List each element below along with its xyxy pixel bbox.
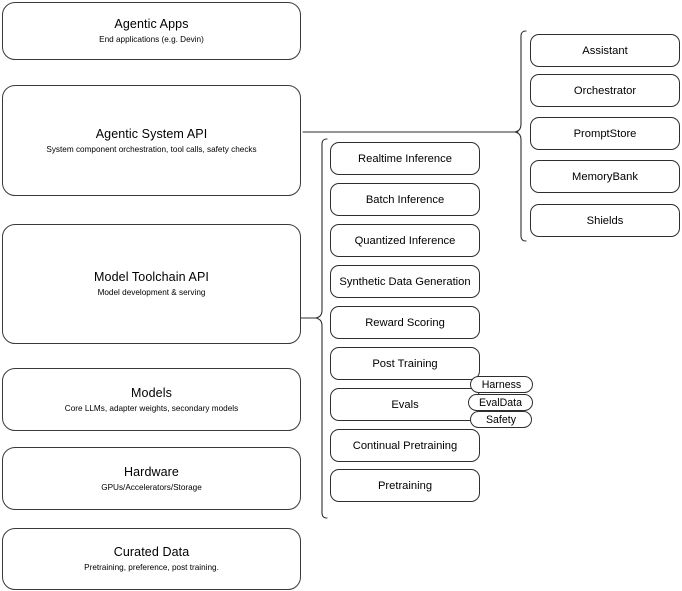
layer-curated-data[interactable]: Curated Data Pretraining, preference, po… (2, 528, 301, 590)
layer-title: Curated Data (113, 545, 190, 559)
evals-pill-label: EvalData (479, 396, 522, 409)
layer-agentic-system-api[interactable]: Agentic System API System component orch… (2, 85, 301, 196)
system-item-label: Assistant (582, 44, 628, 57)
layer-models[interactable]: Models Core LLMs, adapter weights, secon… (2, 368, 301, 431)
system-item-assistant[interactable]: Assistant (530, 34, 680, 67)
evals-pill-label: Safety (485, 413, 517, 426)
layer-title: Model Toolchain API (94, 270, 209, 284)
evals-pill-harness[interactable]: Harness (470, 376, 533, 393)
toolchain-item-label: Post Training (372, 357, 438, 370)
toolchain-item-pretraining[interactable]: Pretraining (330, 469, 480, 502)
system-item-promptstore[interactable]: PromptStore (530, 117, 680, 150)
toolchain-item-label: Pretraining (377, 479, 433, 492)
layer-model-toolchain-api[interactable]: Model Toolchain API Model development & … (2, 224, 301, 344)
evals-pill-label: Harness (481, 378, 522, 391)
toolchain-item-synthetic-data-generation[interactable]: Synthetic Data Generation (330, 265, 480, 298)
layer-agentic-apps[interactable]: Agentic Apps End applications (e.g. Devi… (2, 2, 301, 60)
system-item-label: Shields (586, 214, 624, 227)
toolchain-item-label: Batch Inference (365, 193, 445, 206)
toolchain-item-label: Quantized Inference (354, 234, 456, 247)
toolchain-item-evals[interactable]: Evals (330, 388, 480, 421)
toolchain-item-post-training[interactable]: Post Training (330, 347, 480, 380)
system-item-memorybank[interactable]: MemoryBank (530, 160, 680, 193)
system-item-label: MemoryBank (572, 170, 638, 183)
layer-title: Agentic System API (95, 126, 208, 141)
layer-subtitle: GPUs/Accelerators/Storage (101, 482, 202, 492)
evals-pill-evaldata[interactable]: EvalData (468, 394, 533, 411)
toolchain-item-label: Reward Scoring (365, 316, 445, 329)
right-curly-brace (514, 30, 527, 242)
evals-pill-safety[interactable]: Safety (470, 411, 532, 428)
layer-title: Hardware (124, 464, 179, 479)
system-item-label: Orchestrator (573, 84, 637, 97)
layer-subtitle: End applications (e.g. Devin) (99, 35, 204, 44)
layer-title: Models (131, 385, 172, 400)
system-item-orchestrator[interactable]: Orchestrator (530, 74, 680, 107)
system-item-shields[interactable]: Shields (530, 204, 680, 237)
toolchain-item-label: Realtime Inference (358, 152, 452, 165)
toolchain-item-label: Evals (391, 398, 419, 411)
toolchain-item-batch-inference[interactable]: Batch Inference (330, 183, 480, 216)
layer-subtitle: System component orchestration, tool cal… (46, 144, 257, 154)
toolchain-item-quantized-inference[interactable]: Quantized Inference (330, 224, 480, 257)
middle-curly-brace (315, 138, 328, 519)
toolchain-item-continual-pretraining[interactable]: Continual Pretraining (330, 429, 480, 462)
layer-subtitle: Model development & serving (97, 288, 206, 297)
layer-subtitle: Pretraining, preference, post training. (84, 563, 219, 572)
layer-title: Agentic Apps (114, 17, 189, 31)
layer-hardware[interactable]: Hardware GPUs/Accelerators/Storage (2, 447, 301, 510)
toolchain-item-label: Continual Pretraining (352, 439, 458, 452)
toolchain-item-label: Synthetic Data Generation (339, 275, 471, 288)
layer-subtitle: Core LLMs, adapter weights, secondary mo… (64, 403, 239, 413)
system-item-label: PromptStore (573, 127, 637, 140)
toolchain-item-reward-scoring[interactable]: Reward Scoring (330, 306, 480, 339)
toolchain-item-realtime-inference[interactable]: Realtime Inference (330, 142, 480, 175)
